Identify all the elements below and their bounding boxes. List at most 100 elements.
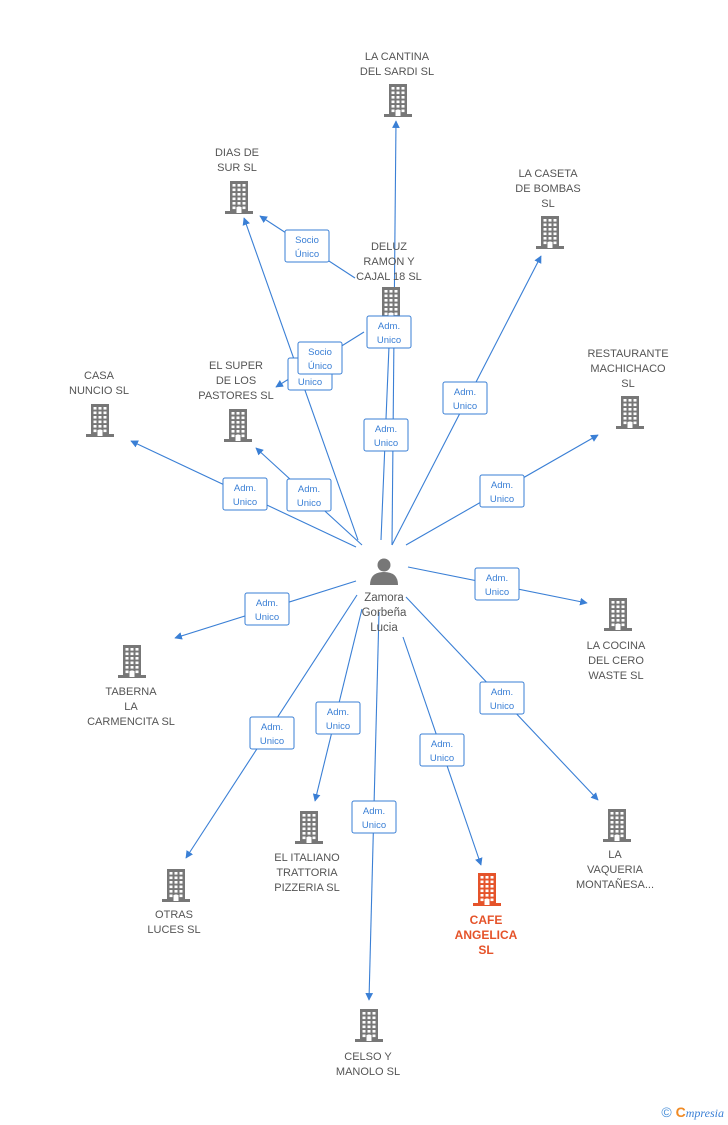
edge-label-zamora-to-caseta[interactable]: Adm. Unico [442,381,488,415]
company-label: EL ITALIANO [274,852,340,864]
company-label: SL [541,198,554,210]
company-label: EL SUPER [209,360,263,372]
edge-label-text: Socio [308,347,332,358]
footer-brand[interactable]: ©Cmpresia [661,1104,724,1121]
edge-label-box [315,701,361,735]
company-label: NUNCIO SL [69,385,129,397]
person-icon [370,558,398,585]
company-label: OTRAS [155,909,193,921]
edge-label-zamora-to-vaqueria[interactable]: Adm.Unico [479,681,525,715]
company-label: DIAS DE [215,147,259,159]
edge-label-zamora-to-cafe[interactable]: Adm. Unico [419,733,465,767]
person-label: Zamora [364,592,404,604]
edge-label-text: Unico [485,587,509,598]
company-label: DEL CERO [588,655,644,667]
edge-label-text: Unico [297,498,321,509]
company-label: MACHICHACO [590,363,666,375]
brand-name: mpresia [685,1106,724,1120]
edge-labels-layer: Adm.UnicoAdm.UnicoSocioÚnicoAdm.UnicoSoc… [222,229,525,834]
edge-label-text: Adm. [491,480,513,491]
edge-label-text: Adm. [454,387,476,398]
edge-label-box [366,315,412,349]
edge-label-box [249,716,295,750]
edge-label-zamora-to-cocina[interactable]: Adm.Unico [474,567,520,601]
building-icon [118,645,146,678]
person-label: Lucia [370,622,398,634]
edge-label-zamora-to-cantina[interactable]: Adm.Unico [366,315,412,349]
company-label: DEL SARDI SL [360,66,434,78]
edge-label-box [363,418,409,452]
company-node-caseta[interactable]: LA CASETA DE BOMBAS SL [515,168,581,249]
building-icon [473,873,501,906]
company-label: LA CASETA [518,168,578,180]
company-label: RAMON Y [363,256,415,268]
edge-label-text: Unico [362,820,386,831]
edge-label-text: Unico [490,494,514,505]
company-label: PIZZERIA SL [274,882,339,894]
company-label: CARMENCITA SL [87,716,175,728]
edge-label-zamora-to-super[interactable]: Adm.Unico [286,478,332,512]
edge-label-text: Adm. [491,687,513,698]
building-icon [295,811,323,844]
copyright-icon: © [661,1104,672,1120]
edge-label-box [419,733,465,767]
company-label: PASTORES SL [198,390,273,402]
edge-label-text: Adm. [431,739,453,750]
edge-label-text: Adm. [256,598,278,609]
edge-label-box [351,800,397,834]
company-label: LA [608,849,622,861]
edge-label-zamora-to-celso[interactable]: Adm.Unico [351,800,397,834]
edge-label-text: Único [308,361,332,372]
edge-label-box [244,592,290,626]
edge-label-text: Adm. [378,321,400,332]
edge-label-text: Adm. [261,722,283,733]
edge-label-box [286,478,332,512]
company-label: DELUZ [371,241,407,253]
edge-label-text: Único [295,249,319,260]
edge-label-box [442,381,488,415]
edge-label-zamora-to-taberna[interactable]: Adm.Unico [244,592,290,626]
edge-label-zamora-to-casa[interactable]: Adm.Unico [222,477,268,511]
person-label: Gorbeña [362,607,407,619]
edge-label-zamora-to-restaurante[interactable]: Adm. Unico [479,474,525,508]
building-icon [377,287,405,320]
building-icon [604,598,632,631]
edge-label-box [479,681,525,715]
company-label: CAJAL 18 SL [356,271,422,283]
edge-label-zamora-to-otras[interactable]: Adm. Unico [249,716,295,750]
edge-label-zamora-to-italiano[interactable]: Adm.Unico [315,701,361,735]
edge-label-text: Unico [260,736,284,747]
edge-label-text: Unico [298,377,322,388]
company-label: SL [478,943,493,957]
edge-label-zamora-to-deluz[interactable]: Adm. Unico [363,418,409,452]
company-label: DE LOS [216,375,256,387]
building-icon [536,216,564,249]
edge-label-text: Unico [374,438,398,449]
edge-label-text: Adm. [234,483,256,494]
edge-label-text: Adm. [375,424,397,435]
company-node-vaqueria[interactable]: LAVAQUERIAMONTAÑESA... [576,809,654,891]
building-icon [86,404,114,437]
company-label: DE BOMBAS [515,183,580,195]
edges-layer [130,120,599,1001]
edge-label-text: Unico [430,753,454,764]
company-node-super[interactable]: EL SUPER DE LOS PASTORES SL [198,360,274,442]
company-node-deluz[interactable]: DELUZ RAMON Y CAJAL 18 SL [356,241,422,320]
company-label: RESTAURANTE [587,348,668,360]
edge-label-text: Unico [453,401,477,412]
